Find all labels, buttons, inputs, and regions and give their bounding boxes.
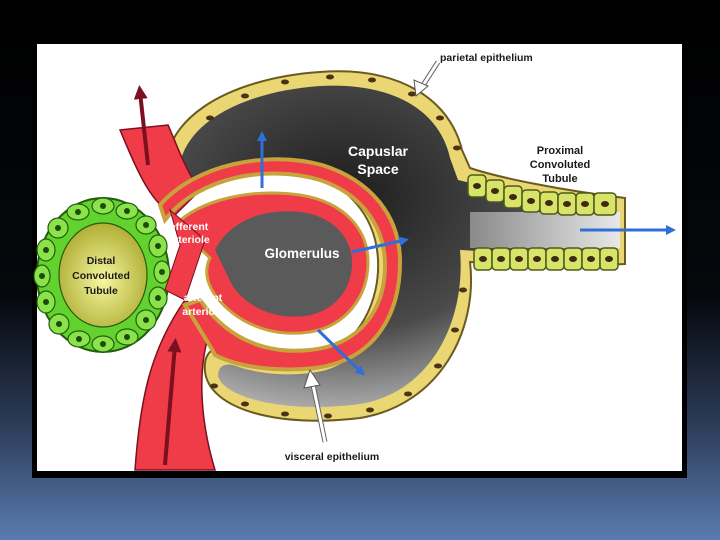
- proximal-tubule-label-line3: Tubule: [542, 173, 577, 185]
- parietal-epithelium-label: parietal epithelium: [440, 52, 533, 64]
- capsular-space-label-line2: Space: [357, 161, 398, 177]
- afferent-arteriole-label-line1: afferent: [184, 292, 223, 304]
- capsular-space-label-line1: Capuslar: [348, 143, 408, 159]
- distal-tubule-label-line3: Tubule: [84, 285, 118, 297]
- efferent-arteriole-label-line1: efferent: [170, 221, 209, 233]
- glomerulus-label: Glomerulus: [264, 246, 339, 261]
- distal-tubule-label-line1: Distal: [87, 255, 116, 267]
- distal-tubule-label-line2: Convoluted: [72, 270, 130, 282]
- afferent-arteriole-label-line2: arteriole: [182, 306, 224, 318]
- proximal-tubule-label-line2: Convoluted: [530, 159, 591, 171]
- proximal-tubule-label-line1: Proximal: [537, 145, 583, 157]
- visceral-epithelium-label: visceral epithelium: [285, 451, 380, 463]
- efferent-arteriole-label-line2: arteriole: [168, 234, 210, 246]
